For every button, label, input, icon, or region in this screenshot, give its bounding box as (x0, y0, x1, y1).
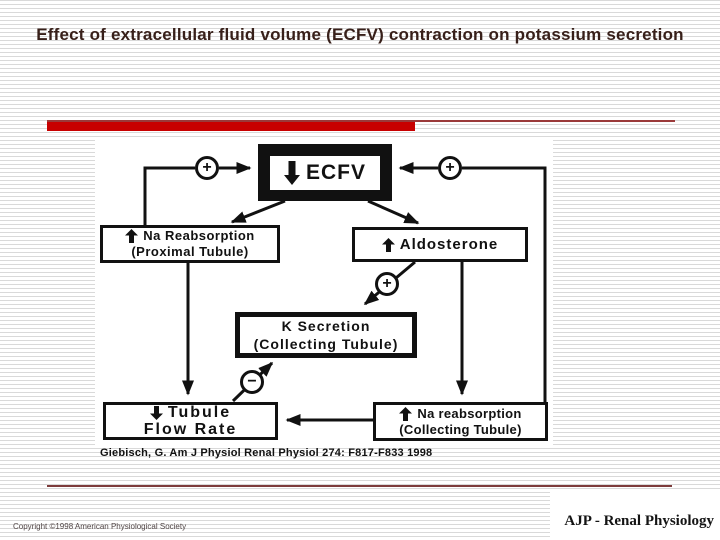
ecfv-label-text: ECFV (305, 160, 366, 184)
up-arrow-icon (125, 229, 139, 243)
accent-thin-line (47, 120, 675, 122)
journal-logo: AJP - Renal Physiology (550, 492, 720, 540)
up-arrow-icon (381, 237, 395, 252)
slide-title: Effect of extracellular fluid volume (EC… (36, 25, 684, 44)
plus-sign: + (202, 159, 212, 176)
aldosterone-box: Aldosterone (352, 227, 528, 262)
up-arrow-icon (399, 406, 413, 421)
box-label-line2: (Proximal Tubule) (131, 244, 249, 259)
box-label-line1: Na reabsorption (417, 405, 522, 421)
na-reabsorption-proximal-box: Na Reabsorption (Proximal Tubule) (100, 225, 280, 263)
footer-divider-line (47, 485, 672, 487)
plus-sign-circle-right: + (438, 156, 462, 180)
citation-text: Giebisch, G. Am J Physiol Renal Physiol … (100, 447, 433, 459)
plus-sign: + (382, 275, 392, 292)
plus-sign-circle-left: + (195, 156, 219, 180)
down-arrow-icon (283, 160, 300, 185)
box-label-line2: (Collecting Tubule) (253, 336, 399, 352)
box-label-line2: Flow Rate (143, 421, 238, 438)
box-label-line1: K Secretion (281, 318, 371, 334)
diagram-canvas: ECFV + + + − Na Reabsorption (Proximal T… (95, 137, 553, 445)
ecfv-box: ECFV (258, 144, 392, 201)
journal-logo-text: AJP - Renal Physiology (564, 513, 714, 529)
diagram-connectors (143, 162, 547, 426)
box-label-line1: Tubule (167, 404, 232, 421)
plus-sign-circle-aldosterone: + (375, 272, 399, 296)
na-reabsorption-collecting-box: Na reabsorption (Collecting Tubule) (373, 402, 548, 441)
minus-sign: − (247, 373, 257, 390)
minus-sign-circle: − (240, 370, 264, 394)
ecfv-box-label: ECFV (270, 155, 380, 190)
box-label: Aldosterone (399, 236, 499, 253)
box-label-line2: (Collecting Tubule) (399, 421, 522, 437)
k-secretion-box: K Secretion (Collecting Tubule) (235, 312, 417, 358)
box-label-line1: Na Reabsorption (143, 228, 255, 243)
copyright-text: Copyright ©1998 American Physiological S… (13, 522, 187, 531)
tubule-flow-rate-box: Tubule Flow Rate (103, 402, 278, 440)
plus-sign: + (445, 159, 455, 176)
down-arrow-icon (149, 405, 163, 420)
accent-bar (47, 122, 415, 131)
